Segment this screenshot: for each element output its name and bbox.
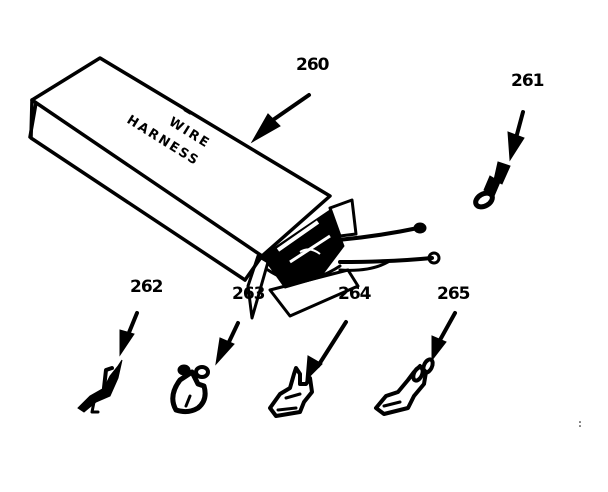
part-264-flag-terminal: 264 — [268, 284, 373, 418]
part-number-263: 263 — [232, 284, 265, 304]
part-number-265: 265 — [437, 284, 470, 304]
part-number-260: 260 — [296, 55, 330, 75]
part-262-terminal: 262 — [77, 277, 164, 414]
callout-260: 260 — [250, 55, 331, 144]
scan-speck — [579, 421, 581, 423]
part-number-261: 261 — [511, 71, 544, 91]
part-number-264: 264 — [338, 284, 372, 304]
part-261-ring-terminal: 261 — [473, 71, 545, 210]
part-265-terminal: 265 — [374, 284, 471, 416]
part-263-terminal: 263 — [170, 284, 266, 415]
part-number-262: 262 — [130, 277, 163, 297]
part-260-wire-harness-box: WIRE HARNESS — [28, 56, 441, 320]
